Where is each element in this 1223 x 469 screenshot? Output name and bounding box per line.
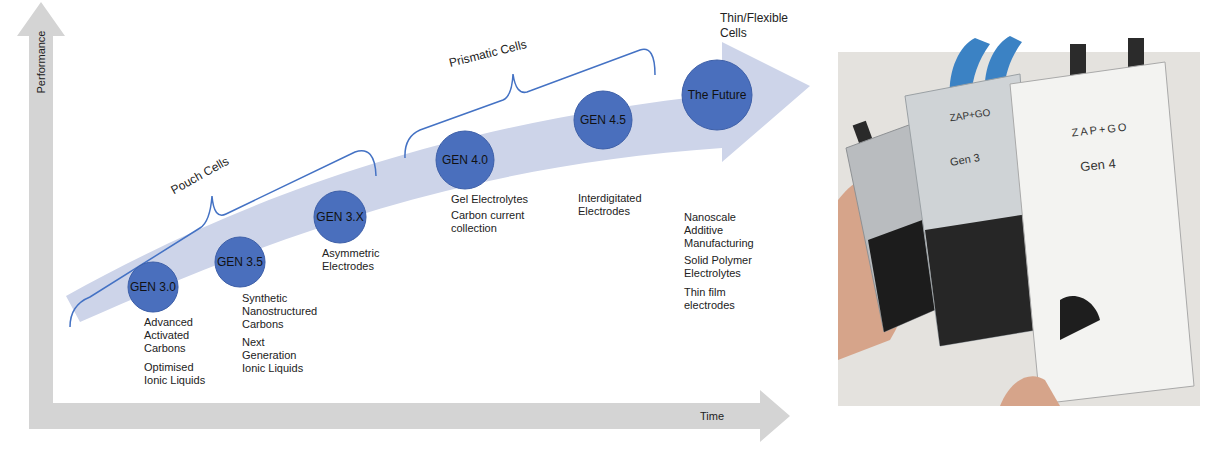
label-holder: GEN 3.0: [127, 261, 179, 313]
feature-block: Asymmetric Electrodes: [322, 247, 402, 273]
photo-text: ZAP+GO: [1071, 120, 1129, 141]
product-photo: [838, 36, 1200, 406]
generation-circle: GEN 3.5Synthetic Nanostructured CarbonsN…: [214, 236, 266, 288]
feature-text: Nanoscale Additive Manufacturing: [684, 211, 764, 250]
generation-label: GEN 3.0: [130, 280, 176, 294]
photo-text: ZAP+GO: [949, 105, 992, 126]
circle-outline: [215, 237, 265, 287]
pouch-bracket: [70, 151, 376, 327]
group-label: Thin/Flexible Cells: [720, 11, 800, 41]
label-holder: Gen 4: [1080, 156, 1117, 175]
feature-block: Carbon current collection: [451, 209, 541, 235]
feature-text: Next Generation Ionic Liquids: [242, 336, 312, 375]
circle-outline: [682, 60, 752, 130]
label-holder: GEN 3.X: [313, 190, 367, 244]
label-holder: GEN 4.0: [435, 130, 495, 190]
feature-text: Gel Electrolytes: [451, 193, 541, 206]
generation-label: GEN 3.X: [316, 210, 363, 224]
circle-outline: [436, 131, 494, 189]
generation-circle: GEN 4.0Gel ElectrolytesCarbon current co…: [435, 130, 495, 190]
feature-block: Next Generation Ionic Liquids: [242, 336, 312, 375]
axis-label: Performance: [34, 31, 49, 94]
label-holder: Pouch Cells: [168, 154, 231, 198]
group-label: Prismatic Cells: [448, 37, 529, 71]
group-label: Pouch Cells: [168, 154, 231, 198]
feature-text: Solid Polymer Electrolytes: [684, 254, 764, 280]
generation-label: The Future: [688, 88, 747, 102]
feature-text: Advanced Activated Carbons: [144, 316, 212, 355]
feature-block: Interdigitated Electrodes: [578, 192, 668, 218]
axes-arrows: [17, 2, 790, 442]
feature-text: Synthetic Nanostructured Carbons: [242, 292, 352, 331]
feature-block: Nanoscale Additive Manufacturing: [684, 211, 764, 250]
feature-text: Optimised Ionic Liquids: [144, 361, 212, 387]
feature-text: Carbon current collection: [451, 209, 541, 235]
generation-circle: GEN 4.5Interdigitated Electrodes: [573, 90, 633, 150]
circle-outline: [574, 91, 632, 149]
photo-text: Gen 4: [1080, 156, 1117, 175]
feature-block: Thin film electrodes: [684, 286, 764, 312]
circle-outline: [314, 191, 366, 243]
label-holder: Time: [700, 409, 724, 424]
circle-outline: [128, 262, 178, 312]
generation-circle: GEN 3.0Advanced Activated CarbonsOptimis…: [127, 261, 179, 313]
generation-label: GEN 4.5: [580, 113, 626, 127]
label-holder: Gen 3: [949, 150, 981, 170]
feature-text: Thin film electrodes: [684, 286, 764, 312]
label-holder: Performance: [34, 31, 49, 94]
feature-block: Advanced Activated Carbons: [144, 316, 212, 355]
label-holder: ZAP+GO: [1071, 120, 1129, 141]
generation-label: GEN 4.0: [442, 153, 488, 167]
label-holder: GEN 3.5: [214, 236, 266, 288]
feature-block: Gel Electrolytes: [451, 193, 541, 206]
axis-label: Time: [700, 409, 724, 424]
label-holder: Prismatic Cells: [448, 37, 529, 71]
feature-block: Optimised Ionic Liquids: [144, 361, 212, 387]
generation-circle: GEN 3.XAsymmetric Electrodes: [313, 190, 367, 244]
feature-block: Synthetic Nanostructured Carbons: [242, 292, 352, 331]
photo-text: Gen 3: [949, 150, 981, 170]
feature-block: Solid Polymer Electrolytes: [684, 254, 764, 280]
generation-circle: The FutureNanoscale Additive Manufacturi…: [681, 59, 753, 131]
label-holder: GEN 4.5: [573, 90, 633, 150]
feature-text: Interdigitated Electrodes: [578, 192, 668, 218]
generation-label: GEN 3.5: [217, 255, 263, 269]
label-holder: ZAP+GO: [949, 105, 992, 126]
label-holder: The Future: [681, 59, 753, 131]
label-holder: Thin/Flexible Cells: [720, 11, 800, 41]
feature-text: Asymmetric Electrodes: [322, 247, 402, 273]
roadmap-arrow: [66, 42, 810, 322]
